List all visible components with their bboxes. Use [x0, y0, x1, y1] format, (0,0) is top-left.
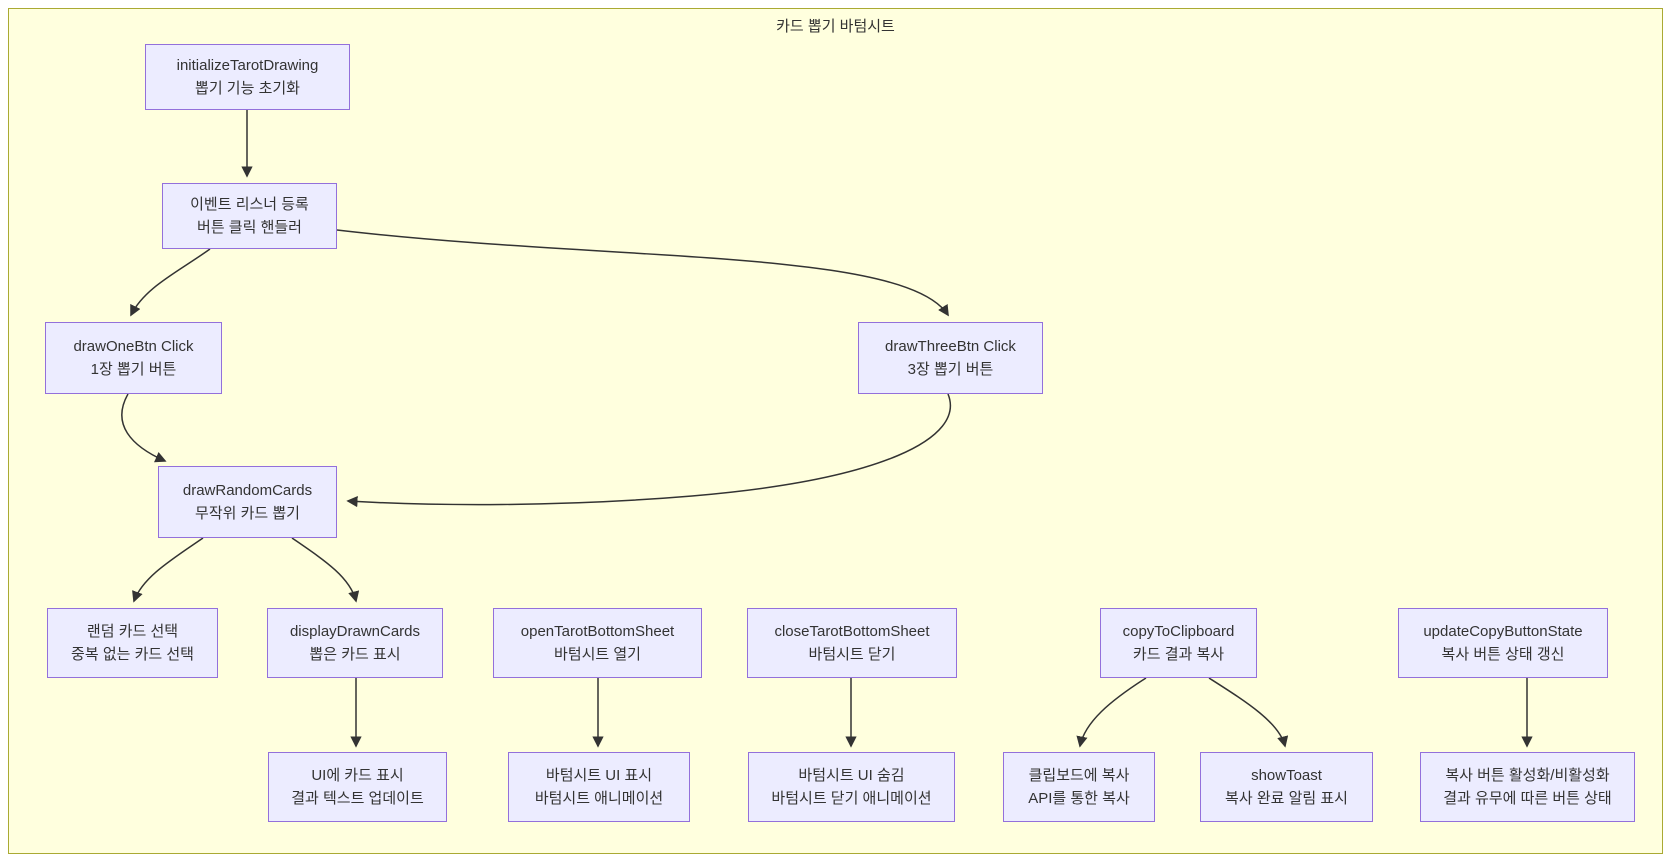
node-subtitle: API를 통한 복사: [1028, 790, 1130, 807]
node-subtitle: 버튼 클릭 핸들러: [197, 219, 302, 236]
node-title: displayDrawnCards: [289, 623, 421, 640]
node-title: copyToClipboard: [1122, 623, 1235, 640]
node-subtitle: 결과 텍스트 업데이트: [291, 790, 424, 807]
diagram-title: 카드 뽑기 바텀시트: [776, 18, 895, 35]
node-title: 바텀시트 UI 표시: [545, 767, 653, 784]
node-title: initializeTarotDrawing: [176, 57, 319, 74]
node-subtitle: 1장 뽑기 버튼: [90, 361, 177, 378]
subgraph-cluster: 카드 뽑기 바텀시트: [8, 8, 1663, 854]
node-subtitle: 결과 유무에 따른 버튼 상태: [1443, 790, 1612, 807]
node-display-drawn-cards: displayDrawnCards 뽑은 카드 표시: [267, 608, 443, 678]
node-subtitle: 바텀시트 닫기: [808, 646, 896, 663]
node-draw-three-btn-click: drawThreeBtn Click 3장 뽑기 버튼: [858, 322, 1043, 394]
node-draw-one-btn-click: drawOneBtn Click 1장 뽑기 버튼: [45, 322, 222, 394]
node-subtitle: 뽑기 기능 초기화: [195, 80, 300, 97]
node-title: openTarotBottomSheet: [520, 623, 675, 640]
node-subtitle: 중복 없는 카드 선택: [71, 646, 194, 663]
node-open-tarot-bottom-sheet: openTarotBottomSheet 바텀시트 열기: [493, 608, 702, 678]
node-ui-card-display: UI에 카드 표시 결과 텍스트 업데이트: [268, 752, 447, 822]
node-title: drawOneBtn Click: [73, 338, 194, 355]
node-bottomsheet-ui-show: 바텀시트 UI 표시 바텀시트 애니메이션: [508, 752, 690, 822]
node-title: 클립보드에 복사: [1028, 767, 1130, 784]
node-subtitle: 3장 뽑기 버튼: [907, 361, 994, 378]
node-subtitle: 복사 버튼 상태 갱신: [1441, 646, 1565, 663]
node-subtitle: 바텀시트 닫기 애니메이션: [771, 790, 932, 807]
node-title: showToast: [1251, 767, 1322, 784]
node-bottomsheet-ui-hide: 바텀시트 UI 숨김 바텀시트 닫기 애니메이션: [748, 752, 955, 822]
node-clipboard-copy: 클립보드에 복사 API를 통한 복사: [1003, 752, 1155, 822]
node-copy-button-enable-disable: 복사 버튼 활성화/비활성화 결과 유무에 따른 버튼 상태: [1420, 752, 1635, 822]
node-close-tarot-bottom-sheet: closeTarotBottomSheet 바텀시트 닫기: [747, 608, 957, 678]
node-update-copy-button-state: updateCopyButtonState 복사 버튼 상태 갱신: [1398, 608, 1608, 678]
node-subtitle: 바텀시트 애니메이션: [534, 790, 664, 807]
node-title: updateCopyButtonState: [1423, 623, 1583, 640]
node-draw-random-cards: drawRandomCards 무작위 카드 뽑기: [158, 466, 337, 538]
node-title: UI에 카드 표시: [311, 767, 404, 784]
node-title: 복사 버튼 활성화/비활성화: [1445, 767, 1610, 784]
node-random-card-select: 랜덤 카드 선택 중복 없는 카드 선택: [47, 608, 218, 678]
node-title: 랜덤 카드 선택: [86, 623, 179, 640]
node-title: drawThreeBtn Click: [885, 338, 1016, 355]
node-subtitle: 뽑은 카드 표시: [309, 646, 401, 663]
node-title: drawRandomCards: [182, 482, 313, 499]
node-subtitle: 바텀시트 열기: [554, 646, 641, 663]
node-title: closeTarotBottomSheet: [774, 623, 930, 640]
node-subtitle: 무작위 카드 뽑기: [195, 505, 300, 522]
node-title: 이벤트 리스너 등록: [190, 196, 309, 213]
node-title: 바텀시트 UI 숨김: [798, 767, 905, 784]
node-copy-to-clipboard: copyToClipboard 카드 결과 복사: [1100, 608, 1257, 678]
node-show-toast: showToast 복사 완료 알림 표시: [1200, 752, 1373, 822]
node-initialize-tarot-drawing: initializeTarotDrawing 뽑기 기능 초기화: [145, 44, 350, 110]
node-subtitle: 복사 완료 알림 표시: [1225, 790, 1348, 807]
node-subtitle: 카드 결과 복사: [1132, 646, 1225, 663]
node-event-listener-register: 이벤트 리스너 등록 버튼 클릭 핸들러: [162, 183, 337, 249]
